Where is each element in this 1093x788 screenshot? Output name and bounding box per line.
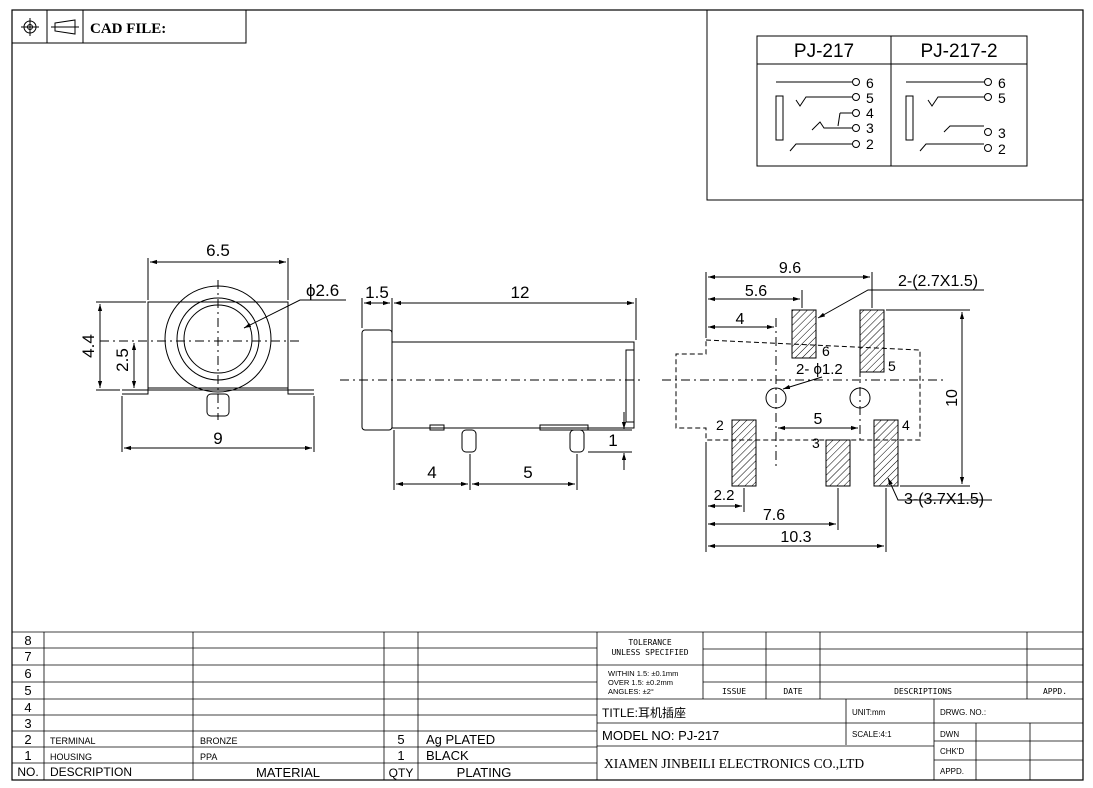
bom-header-plating: PLATING <box>457 765 512 780</box>
appd-header: APPD. <box>1043 687 1067 696</box>
title-label: TITLE:耳机插座 <box>602 705 686 720</box>
front-center-label: 2.5 <box>113 348 132 372</box>
drawing-number-label: DRWG. NO.: <box>940 708 986 717</box>
variant-b-name: PJ-217-2 <box>920 41 997 62</box>
side-pin-gap-a-label: 4 <box>427 463 436 482</box>
scale-label: SCALE:4:1 <box>852 730 892 739</box>
descriptions-header: DESCRIPTIONS <box>894 687 952 696</box>
bom-row-4-no: 4 <box>24 700 31 715</box>
bom-header-no: NO. <box>17 765 38 779</box>
fp-dim-4: 4 <box>736 311 745 328</box>
bom-row-3-no: 3 <box>24 716 31 731</box>
variant-b-pin-6: 6 <box>998 75 1006 91</box>
bom-row-8-no: 8 <box>24 633 31 648</box>
variant-a-name: PJ-217 <box>794 41 854 62</box>
projection-symbol-icon <box>21 18 39 36</box>
bom-row-2-desc: TERMINAL <box>50 736 96 746</box>
side-front-length-label: 1.5 <box>365 283 389 302</box>
bom-row-6-no: 6 <box>24 666 31 681</box>
fp-pad-6: 6 <box>822 343 830 359</box>
fp-dim-9-6: 9.6 <box>779 260 801 277</box>
bom-row-1-desc: HOUSING <box>50 752 92 762</box>
tolerance-line2: UNLESS SPECIFIED <box>611 648 688 657</box>
cad-file-label: CAD FILE: <box>90 21 166 37</box>
variant-a-pin-2: 2 <box>866 136 874 152</box>
fp-dim-5-6: 5.6 <box>745 283 767 300</box>
side-view <box>340 298 640 490</box>
fp-dim-10: 10 <box>944 389 961 407</box>
bom-row-1-no: 1 <box>24 748 31 763</box>
tolerance-over: OVER 1.5: ±0.2mm <box>608 678 673 687</box>
bom-header-qty: QTY <box>389 766 414 780</box>
cad-file-box: CAD FILE: <box>11 9 247 44</box>
side-body-length-label: 12 <box>511 283 530 302</box>
side-pin-gap-b-label: 5 <box>523 463 532 482</box>
bom-row-1-plating: BLACK <box>426 748 469 763</box>
variant-a-pin-4: 4 <box>866 105 874 121</box>
bom-row-1-qty: 1 <box>397 748 404 763</box>
unit-label: UNIT:mm <box>852 708 886 717</box>
company-name: XIAMEN JINBEILI ELECTRONICS CO.,LTD <box>604 756 864 771</box>
drawn-by-label: DWN <box>940 730 959 739</box>
bom-row-2-material: BRONZE <box>200 736 238 746</box>
fp-dim-7-6: 7.6 <box>763 507 785 524</box>
bom-row-5-no: 5 <box>24 683 31 698</box>
variant-b-pin-2: 2 <box>998 141 1006 157</box>
fp-dim-5: 5 <box>814 411 823 428</box>
variant-b-symbol <box>905 78 992 152</box>
title-block <box>597 632 1083 780</box>
bom-table <box>12 631 1083 780</box>
tolerance-line1: TOLERANCE <box>628 638 672 647</box>
schematic-panel: PJ-217 PJ-217-2 6 5 4 3 2 6 5 3 2 <box>706 9 1084 201</box>
fp-pad-5: 5 <box>888 358 896 374</box>
bom-row-1-material: PPA <box>200 752 217 762</box>
front-base-label: 9 <box>213 429 222 448</box>
variant-a-symbol <box>775 78 860 152</box>
issue-header: ISSUE <box>722 687 746 696</box>
front-width-label: 6.5 <box>206 241 230 260</box>
bom-row-2-no: 2 <box>24 732 31 747</box>
fp-dim-10-3: 10.3 <box>780 529 811 546</box>
sheet-border <box>11 9 1084 781</box>
bom-row-7-no: 7 <box>24 649 31 664</box>
bom-row-2-qty: 5 <box>397 732 404 747</box>
front-hole-label: ϕ2.6 <box>306 281 339 300</box>
bom-header-material: MATERIAL <box>256 765 320 780</box>
bom-row-2-plating: Ag PLATED <box>426 732 495 747</box>
date-header: DATE <box>783 687 802 696</box>
side-standoff-label: 1 <box>608 431 617 450</box>
fp-top-pad-size: 2-(2.7X1.5) <box>898 273 978 290</box>
pcb-footprint <box>662 272 992 552</box>
fp-pad-4: 4 <box>902 417 910 433</box>
fp-dim-2-2: 2.2 <box>714 487 735 504</box>
front-view <box>96 258 346 452</box>
variant-a-pin-5: 5 <box>866 90 874 106</box>
checked-by-label: CHK'D <box>940 747 964 756</box>
variant-b-pin-5: 5 <box>998 90 1006 106</box>
variant-b-pin-3: 3 <box>998 125 1006 141</box>
bom-header-desc: DESCRIPTION <box>50 765 132 779</box>
tolerance-angles: ANGLES: ±2° <box>608 687 654 696</box>
fp-pad-3: 3 <box>812 435 820 451</box>
variant-a-pin-6: 6 <box>866 75 874 91</box>
tolerance-within: WITHIN 1.5: ±0.1mm <box>608 669 678 678</box>
variant-a-pin-3: 3 <box>866 120 874 136</box>
front-height-label: 4.4 <box>79 334 98 358</box>
fp-hole-label: 2- ϕ1.2 <box>796 361 843 378</box>
fp-bottom-pad-size: 3-(3.7X1.5) <box>904 491 984 508</box>
fp-pad-2: 2 <box>716 417 724 433</box>
model-number: MODEL NO: PJ-217 <box>602 728 719 743</box>
cone-symbol-icon <box>51 19 79 35</box>
approved-by-label: APPD. <box>940 767 964 776</box>
